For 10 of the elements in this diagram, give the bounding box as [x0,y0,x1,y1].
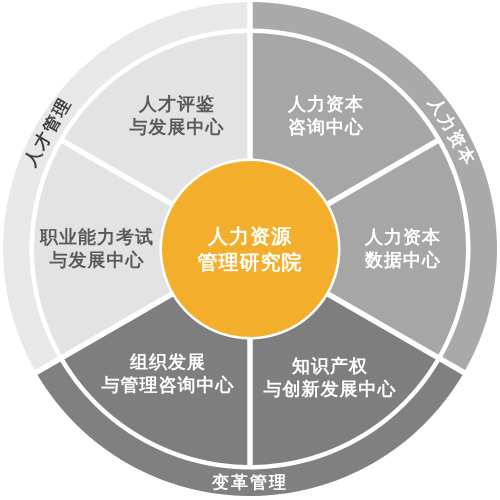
segment-label: 人力资本数据中心 [365,226,441,272]
center-label: 人力资源管理研究院 [198,223,302,275]
segment-label: 人才评鉴与发展中心 [130,93,224,139]
band-label: 人力资本 [424,94,480,170]
band-label: 人才管理 [20,94,76,170]
band-label: 变革管理 [212,472,288,493]
segment-label: 职业能力考试与发展中心 [40,226,154,272]
segment-label: 知识产权与创新发展中心 [264,355,396,401]
segment-label: 人力资本咨询中心 [288,93,364,139]
segment-label: 组织发展与管理咨询中心 [102,351,234,397]
